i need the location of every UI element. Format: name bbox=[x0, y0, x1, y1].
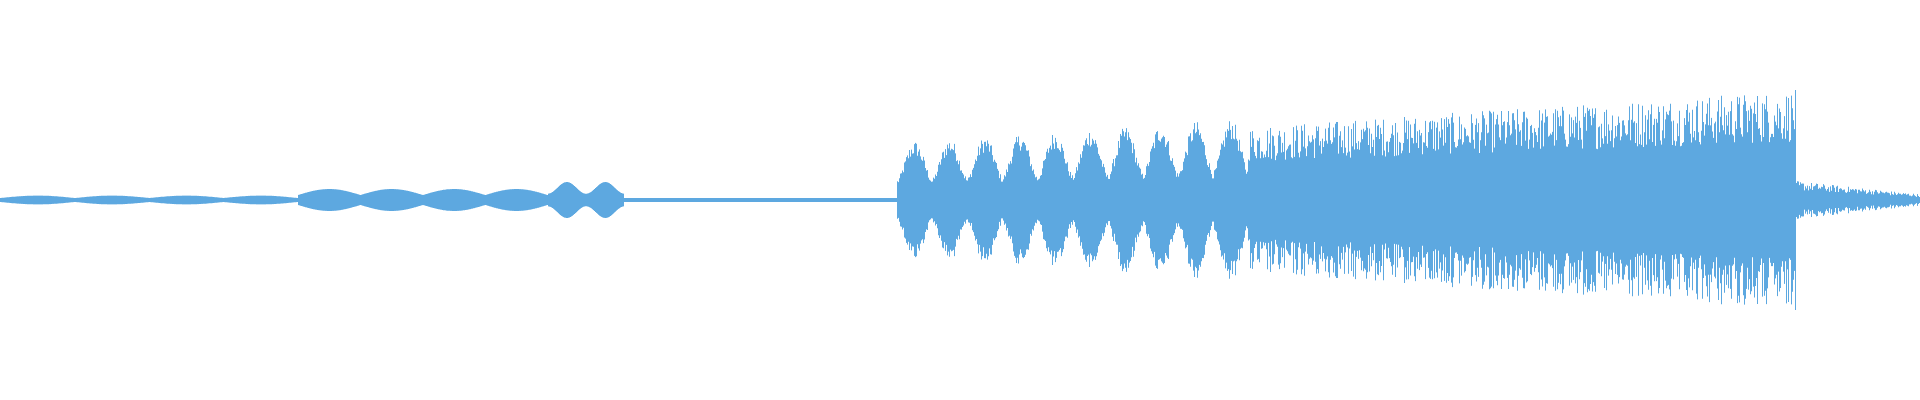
waveform-samples bbox=[0, 90, 1920, 310]
waveform-path bbox=[0, 90, 1920, 310]
